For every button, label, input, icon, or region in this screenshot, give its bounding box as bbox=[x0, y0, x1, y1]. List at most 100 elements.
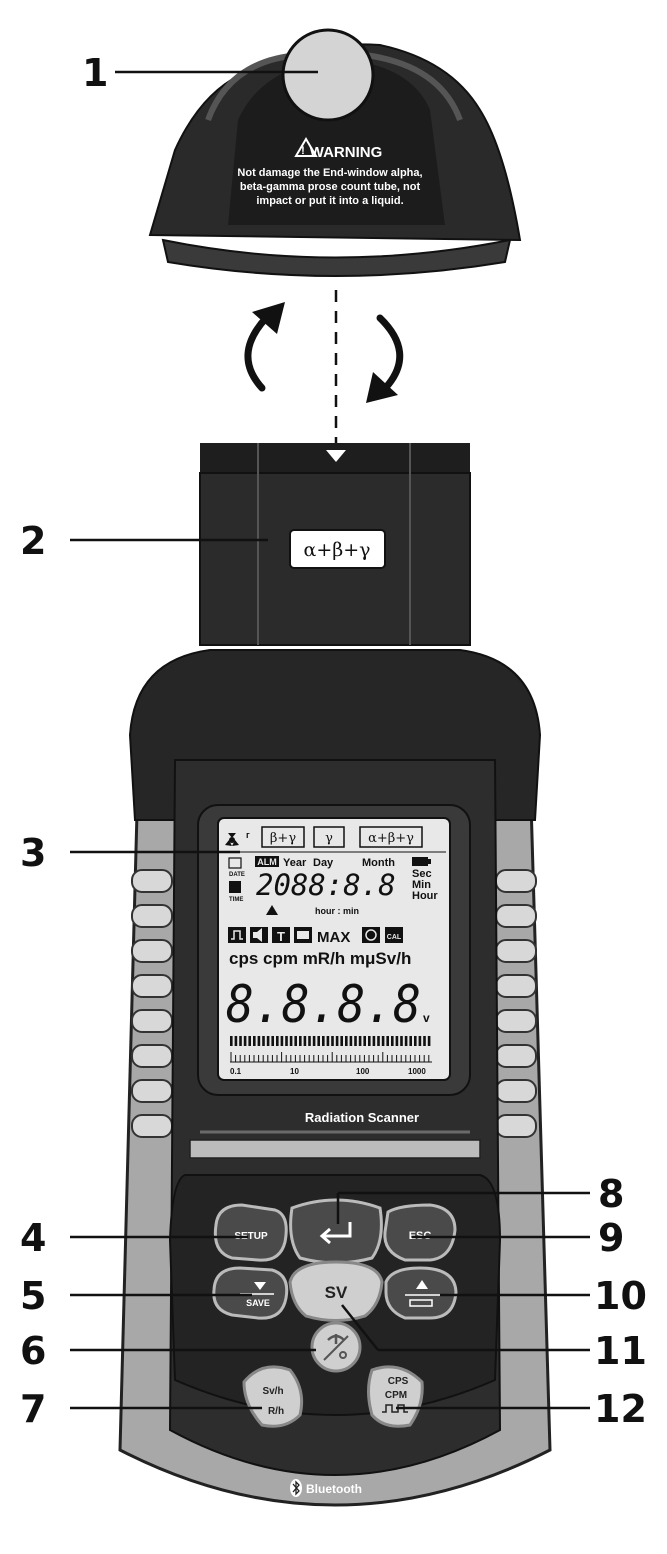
alignment-marker-icon bbox=[326, 450, 346, 462]
hour-min-label: hour : min bbox=[315, 906, 359, 916]
warning-icon bbox=[294, 137, 318, 157]
bar-segment bbox=[276, 1036, 279, 1046]
warning-title: WARNING bbox=[310, 144, 383, 161]
max-label: MAX bbox=[317, 929, 350, 946]
callout-5: 5 bbox=[20, 1274, 46, 1318]
bar-segment bbox=[271, 1036, 274, 1046]
enter-arrow-icon bbox=[319, 1222, 352, 1245]
bar-segment bbox=[354, 1036, 357, 1046]
bluetooth-label: Bluetooth bbox=[306, 1482, 362, 1496]
bar-segment bbox=[377, 1036, 380, 1046]
cpm-label: CPM bbox=[385, 1390, 407, 1401]
scale-label: 0.1 bbox=[230, 1067, 242, 1076]
setup-button[interactable]: SETUP bbox=[213, 1203, 288, 1262]
bar-segment bbox=[253, 1036, 256, 1046]
cal-label: CAL bbox=[387, 934, 402, 941]
min-label: Min bbox=[412, 879, 431, 891]
warning-line: beta-gamma prose count tube, not bbox=[240, 181, 421, 193]
bar-segment bbox=[345, 1036, 348, 1046]
end-window bbox=[281, 28, 375, 122]
callout-11: 11 bbox=[594, 1329, 647, 1373]
up-button[interactable] bbox=[384, 1266, 458, 1320]
mode-box-gamma: γ bbox=[325, 831, 333, 846]
svh-label: Sv/h bbox=[262, 1386, 283, 1397]
callout-7: 7 bbox=[20, 1387, 46, 1431]
count-mode-button[interactable]: CPS CPM bbox=[367, 1365, 424, 1428]
keypad: SETUP ESC SAVE SV bbox=[212, 1198, 458, 1428]
bar-segment bbox=[294, 1036, 297, 1046]
bar-segment bbox=[418, 1036, 422, 1046]
sv-label: SV bbox=[325, 1283, 348, 1302]
time-label: TIME bbox=[229, 897, 243, 903]
bar-segment bbox=[331, 1036, 334, 1046]
rotate-cw-arrow-icon bbox=[376, 314, 404, 389]
sv-button[interactable]: SV bbox=[288, 1260, 384, 1322]
scale-label: 10 bbox=[290, 1067, 299, 1076]
memory-icon bbox=[297, 931, 309, 939]
bar-segment bbox=[230, 1036, 233, 1046]
bar-segment bbox=[326, 1036, 330, 1046]
callout-4: 4 bbox=[20, 1216, 46, 1260]
bar-segment bbox=[262, 1036, 265, 1046]
sec-label: Sec bbox=[412, 868, 432, 880]
power-button[interactable] bbox=[310, 1321, 362, 1373]
bar-segment bbox=[414, 1036, 417, 1046]
bar-segment bbox=[372, 1036, 376, 1046]
rh-label: R/h bbox=[268, 1406, 284, 1417]
bar-segment bbox=[312, 1036, 316, 1046]
brand-label: Radiation Scanner bbox=[305, 1110, 419, 1125]
bar-segment bbox=[400, 1036, 403, 1046]
radiation-icon: ᴦ bbox=[225, 830, 250, 846]
bar-segment bbox=[395, 1036, 399, 1046]
bar-segment bbox=[335, 1036, 339, 1046]
day-label: Day bbox=[313, 857, 334, 869]
month-label: Month bbox=[362, 857, 395, 869]
pulse-icon bbox=[231, 930, 243, 940]
year-label: Year bbox=[283, 857, 307, 869]
callout-1: 1 bbox=[82, 51, 108, 95]
cps-label: CPS bbox=[388, 1376, 409, 1387]
bar-segment bbox=[289, 1036, 293, 1046]
svg-text:!: ! bbox=[301, 145, 305, 157]
bar-segment bbox=[299, 1036, 302, 1046]
units-label: cps cpm mR/h mμSv/h bbox=[229, 949, 411, 968]
bar-segment bbox=[358, 1036, 362, 1046]
bar-segment bbox=[368, 1036, 371, 1046]
alarm-label: ALM bbox=[257, 857, 277, 867]
warning-line: Not damage the End-window alpha, bbox=[237, 167, 422, 179]
mode-box-alpha-beta-gamma: α+β+γ bbox=[368, 831, 414, 846]
save-button[interactable]: SAVE bbox=[212, 1266, 289, 1320]
power-icon bbox=[327, 1334, 345, 1344]
calendar-icon bbox=[228, 857, 242, 869]
callout-2: 2 bbox=[20, 519, 46, 563]
alert-triangle-icon bbox=[266, 905, 278, 915]
callouts bbox=[70, 70, 590, 1410]
probe-tube: α+β+γ bbox=[199, 443, 471, 646]
globe-icon bbox=[365, 929, 377, 941]
enter-button[interactable] bbox=[289, 1198, 383, 1265]
callout-8: 8 bbox=[598, 1172, 624, 1216]
bar-segment bbox=[280, 1036, 284, 1046]
bar-segment bbox=[391, 1036, 394, 1046]
hour-label: Hour bbox=[412, 890, 438, 902]
bar-segment bbox=[386, 1036, 389, 1046]
lcd-screen: ᴦ β+γ γ α+β+γ DATE TIME ALM Year Day Mon… bbox=[217, 817, 451, 1081]
scale-ticks bbox=[230, 1052, 432, 1063]
bar-segment bbox=[266, 1036, 270, 1046]
unit-toggle-button[interactable]: Sv/h R/h bbox=[242, 1365, 304, 1428]
esc-button[interactable]: ESC bbox=[383, 1203, 457, 1262]
callout-10: 10 bbox=[594, 1274, 647, 1318]
bar-segment bbox=[404, 1036, 408, 1046]
t-icon: T bbox=[277, 929, 285, 944]
bar-segment bbox=[248, 1036, 251, 1046]
warning-line: impact or put it into a liquid. bbox=[256, 195, 403, 207]
bar-segment bbox=[363, 1036, 366, 1046]
bar-segment bbox=[322, 1036, 325, 1046]
mode-box-beta-gamma: β+γ bbox=[270, 831, 296, 846]
bar-segment bbox=[423, 1036, 426, 1046]
bar-graph bbox=[230, 1036, 431, 1046]
bar-segment bbox=[427, 1036, 431, 1046]
callout-3: 3 bbox=[20, 831, 46, 875]
bar-segment bbox=[308, 1036, 311, 1046]
